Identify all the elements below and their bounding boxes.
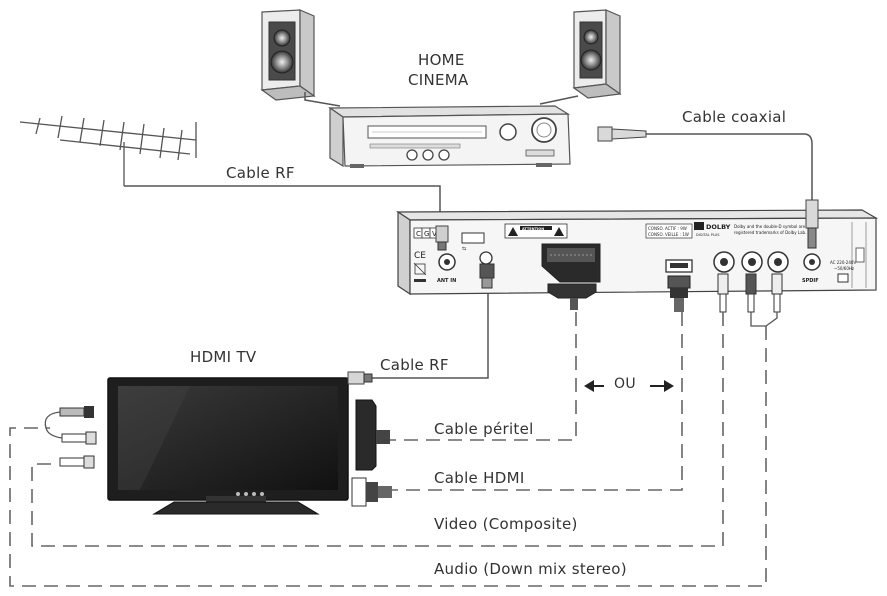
rf-plug-ant-in [435, 225, 449, 251]
rf-plug-out [479, 263, 495, 289]
cgv-c: C [416, 230, 421, 238]
tv-hdmi-plug [351, 477, 392, 507]
rca-plug-coaxial [597, 126, 647, 142]
ou-label: OU [614, 376, 636, 392]
cable-peritel-label: Cable péritel [434, 420, 534, 438]
spdif-label: SPDIF [802, 278, 819, 284]
ce-mark: CE [414, 251, 426, 261]
weee-bin-icon [414, 263, 426, 275]
ant-in-label: ANT IN [437, 278, 456, 284]
coaxial-plug-spdif [805, 199, 819, 249]
right-speaker [572, 9, 622, 99]
tv-rf-plug [347, 371, 373, 385]
attention-label: ATTENTION [522, 227, 544, 231]
tv-rca-plugs [44, 406, 97, 469]
dolby-logo-icon [694, 222, 704, 230]
home-cinema-amplifier [328, 105, 571, 168]
speaker-wire-left [304, 92, 341, 107]
scart-plug [547, 283, 597, 310]
hdmi-tv-label: HDMI TV [190, 348, 257, 366]
cable-coaxial-label: Cable coaxial [682, 108, 787, 126]
home-cinema-label-line2: CINEMA [408, 71, 469, 89]
ou-arrow [578, 380, 680, 392]
coaxial-cable [646, 133, 813, 200]
power-label-1: AC 220-240V [830, 260, 856, 265]
rca-plugs [717, 273, 783, 327]
scart-dashed-line [390, 312, 577, 441]
cable-hdmi-label: Cable HDMI [434, 469, 525, 487]
digital-plus-label: DIGITAL PLUS [696, 233, 720, 237]
home-cinema-label-line1: HOME [418, 51, 465, 69]
audio-dashed-line [9, 326, 767, 587]
hdmi-dashed-line [392, 312, 683, 491]
video-composite-label: Video (Composite) [434, 515, 578, 533]
rf-out-port [479, 251, 493, 265]
cgv-v: V [432, 230, 437, 238]
hdmi-tv [107, 377, 349, 515]
digital-receiver: C G V CE ANT IN ⇆ ATTENTION CONSO. ACTIF… [396, 209, 879, 296]
conso-actif-label: CONSO. ACTIF : 9W [648, 226, 687, 231]
rf-antenna [19, 115, 197, 186]
cable-rf-bottom-label: Cable RF [380, 356, 449, 374]
rf-cable-top [124, 185, 441, 230]
conso-veille-label: CONSO. VEILLE : 1W [648, 232, 689, 237]
dolby-label: DOLBY [706, 223, 731, 231]
cgv-g: G [424, 230, 429, 238]
power-socket [837, 273, 849, 283]
usb-icon: ⇆ [462, 246, 466, 252]
left-speaker [260, 9, 316, 101]
tv-scart-plug [355, 399, 390, 471]
usb-port [461, 232, 485, 244]
dolby-trademark-1: Dolby and the double-D symbol are [734, 224, 806, 229]
rf-cable-bottom [370, 278, 489, 379]
video-dashed-line [31, 312, 724, 547]
speaker-wire-right [539, 95, 579, 105]
power-label-2: ~50/60Hz [834, 266, 854, 271]
audio-down-mix-label: Audio (Down mix stereo) [434, 560, 627, 578]
hdmi-plug [667, 275, 691, 312]
cable-rf-top-label: Cable RF [226, 164, 295, 182]
dolby-trademark-2: registered trademarks of Dolby Lab. [734, 230, 806, 235]
